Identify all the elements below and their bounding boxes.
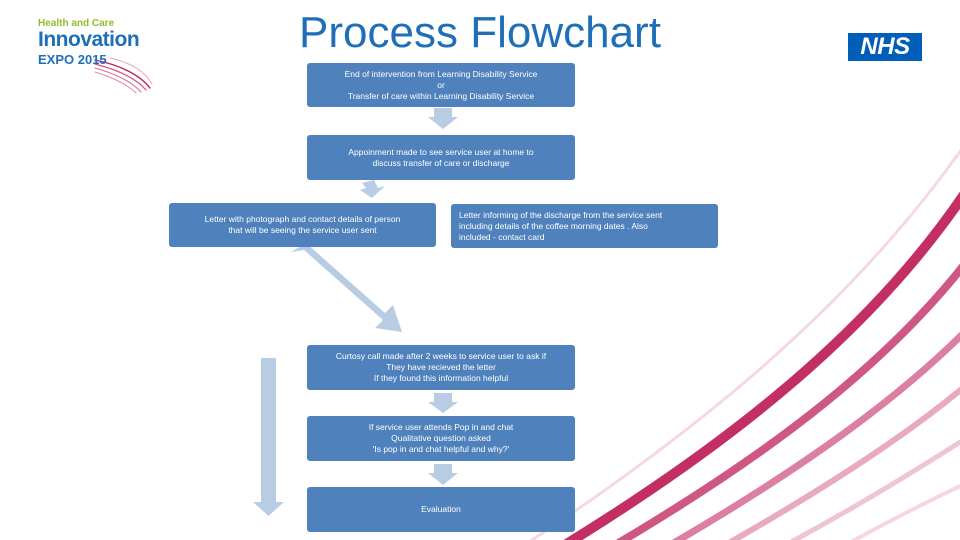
box-line: If they found this information helpful bbox=[373, 373, 509, 383]
box-line: Letter informing of the discharge from t… bbox=[459, 210, 663, 220]
box-line: or bbox=[437, 79, 445, 90]
nhs-logo: NHS bbox=[848, 33, 922, 61]
box-line: Curtosy call made after 2 weeks to servi… bbox=[335, 351, 547, 361]
box-line: Letter with photograph and contact detai… bbox=[204, 214, 401, 224]
logo-line-3: EXPO 2015 bbox=[38, 52, 107, 67]
page-title: Process Flowchart bbox=[299, 8, 661, 57]
expo-logo: Health and Care Innovation EXPO 2015 bbox=[38, 18, 158, 90]
box-line: If service user attends Pop in and chat bbox=[368, 422, 514, 432]
box-line: End of intervention from Learning Disabi… bbox=[344, 68, 538, 79]
box-line: 'Is pop in and chat helpful and why?' bbox=[372, 444, 510, 454]
logo-line-2: Innovation bbox=[38, 28, 140, 51]
box-line: Evaluation bbox=[421, 504, 461, 514]
flow-box-discharge-letter: Letter informing of the discharge from t… bbox=[451, 204, 718, 248]
box-line: that will be seeing the service user sen… bbox=[228, 225, 377, 235]
box-line: Transfer of care within Learning Disabil… bbox=[347, 90, 535, 101]
swoosh-decoration bbox=[529, 148, 960, 540]
box-line: Qualitative question asked bbox=[391, 433, 491, 443]
arrow-down-3 bbox=[428, 393, 458, 413]
flow-box-appointment: Appoinment made to see service user at h… bbox=[307, 135, 575, 180]
flow-box-evaluation: Evaluation bbox=[307, 487, 575, 532]
flow-box-letter-with-photograph: Letter with photograph and contact detai… bbox=[169, 203, 436, 247]
flow-box-end-of-intervention: End of intervention from Learning Disabi… bbox=[307, 63, 575, 107]
logo-swoosh bbox=[94, 57, 153, 94]
arrow-down-1 bbox=[428, 108, 458, 129]
box-line: Appoinment made to see service user at h… bbox=[348, 146, 534, 157]
logo-line-1: Health and Care bbox=[38, 18, 115, 29]
box-line: including details of the coffee morning … bbox=[459, 221, 648, 231]
flow-box-courtesy-call: Curtosy call made after 2 weeks to servi… bbox=[307, 345, 575, 390]
box-line: They have recieved the letter bbox=[386, 362, 496, 372]
arrow-diagonal bbox=[291, 243, 402, 332]
flow-box-pop-in-and-chat: If service user attends Pop in and chat … bbox=[307, 416, 575, 461]
arrow-down-2 bbox=[360, 180, 385, 198]
box-line: included - contact card bbox=[459, 232, 545, 242]
box-line: discuss transfer of care or discharge bbox=[372, 157, 510, 168]
arrow-down-4 bbox=[428, 464, 458, 485]
arrow-down-long bbox=[253, 358, 284, 516]
